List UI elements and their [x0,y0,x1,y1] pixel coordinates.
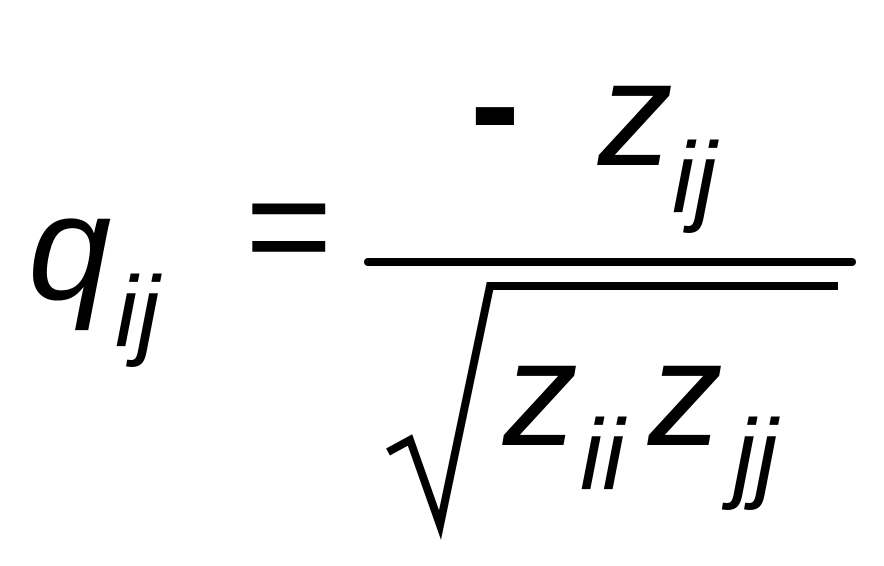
denominator-symbol-2: z [648,309,723,477]
lhs-symbol: q [28,163,112,331]
equals-sign: = [245,141,333,309]
numerator-symbol: z [598,29,673,197]
denominator-subscript-1: ii [580,399,625,511]
lhs-subscript: ij [115,256,160,368]
denominator-subscript-2: jj [733,399,778,511]
denominator-symbol-1: z [503,309,578,477]
numerator-subscript: ij [672,122,717,234]
square-root-sign [386,282,838,540]
numerator-sign: - [470,19,520,187]
